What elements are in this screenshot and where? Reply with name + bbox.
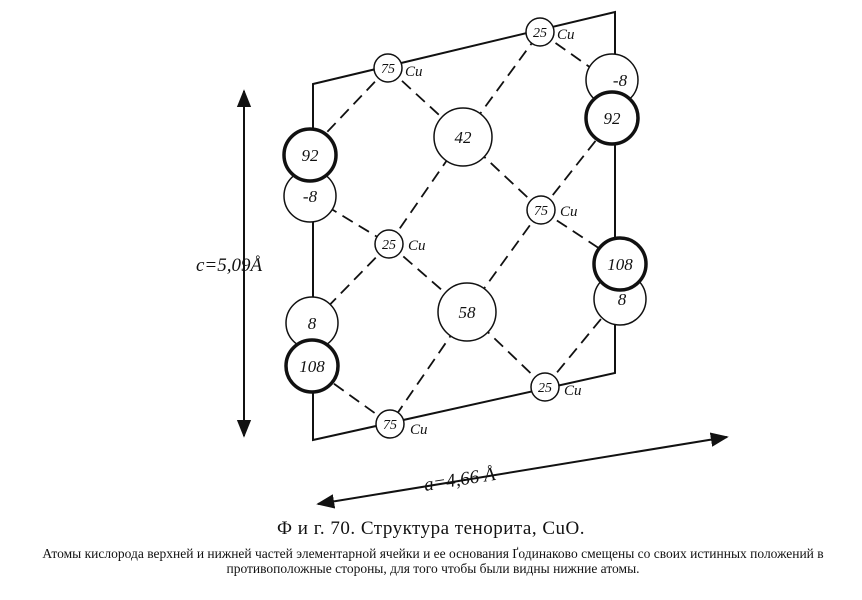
oxygen-atom-center-upper [433, 107, 493, 167]
oxygen-atom-right-upper-front [584, 90, 640, 146]
oxygen-label: -8 [303, 187, 318, 206]
copper-element-label: Cu [405, 64, 423, 80]
tenorite-structure-diagram: -8 92 8 108 -8 92 8 108 42 58 25 Cu 75 C… [196, 10, 729, 509]
copper-element-label: Cu [564, 383, 582, 399]
oxygen-label: 92 [302, 146, 320, 165]
figure-caption-text: Атомы кислорода верхней и нижней частей … [42, 546, 824, 576]
bonds [309, 31, 627, 425]
oxygen-atom-left-lower-front [284, 338, 340, 394]
copper-height-label: 75 [534, 204, 548, 219]
copper-height-label: 75 [381, 62, 395, 77]
copper-labels: 25 Cu 75 Cu 75 Cu 25 Cu 25 Cu 75 Cu [381, 26, 582, 438]
copper-element-label: Cu [560, 204, 578, 220]
copper-element-label: Cu [557, 27, 575, 43]
oxygen-atom-center-lower [437, 282, 497, 342]
copper-atom-right-mid [526, 195, 556, 225]
copper-atom-upper-left [373, 53, 403, 83]
figure-caption-title: Ф и г. 70. Структура тенорита, CuO. [277, 518, 585, 539]
unit-cell-outline [312, 10, 616, 442]
copper-atoms [373, 17, 560, 439]
oxygen-label: 8 [618, 290, 627, 309]
oxygen-atom-left-upper-front [282, 127, 338, 183]
a-dimension-label: a=4,66 Å [422, 464, 497, 496]
oxygen-label: 108 [299, 357, 325, 376]
bond [309, 195, 390, 245]
c-dimension-label: c=5,09Å [196, 255, 263, 276]
oxygen-labels: -8 92 8 108 -8 92 8 108 42 58 [299, 71, 633, 376]
oxygen-label: 58 [459, 303, 477, 322]
copper-atom-lower-right [530, 372, 560, 402]
bond [539, 31, 609, 81]
copper-element-label: Cu [408, 238, 426, 254]
oxygen-label: 108 [607, 255, 633, 274]
copper-height-label: 25 [533, 26, 547, 41]
bond [388, 136, 464, 245]
a-axis-arrow [316, 432, 729, 509]
oxygen-label: 92 [604, 109, 622, 128]
copper-element-label: Cu [410, 422, 428, 438]
copper-height-label: 25 [538, 381, 552, 396]
oxygen-atoms [282, 53, 648, 394]
copper-height-label: 25 [382, 238, 396, 253]
oxygen-label: 8 [308, 314, 317, 333]
oxygen-atom-right-lower-front [592, 236, 648, 292]
copper-atom-center [374, 229, 404, 259]
copper-height-label: 75 [383, 418, 397, 433]
oxygen-label: -8 [613, 71, 628, 90]
copper-atom-top [525, 17, 555, 47]
oxygen-label: 42 [455, 128, 473, 147]
